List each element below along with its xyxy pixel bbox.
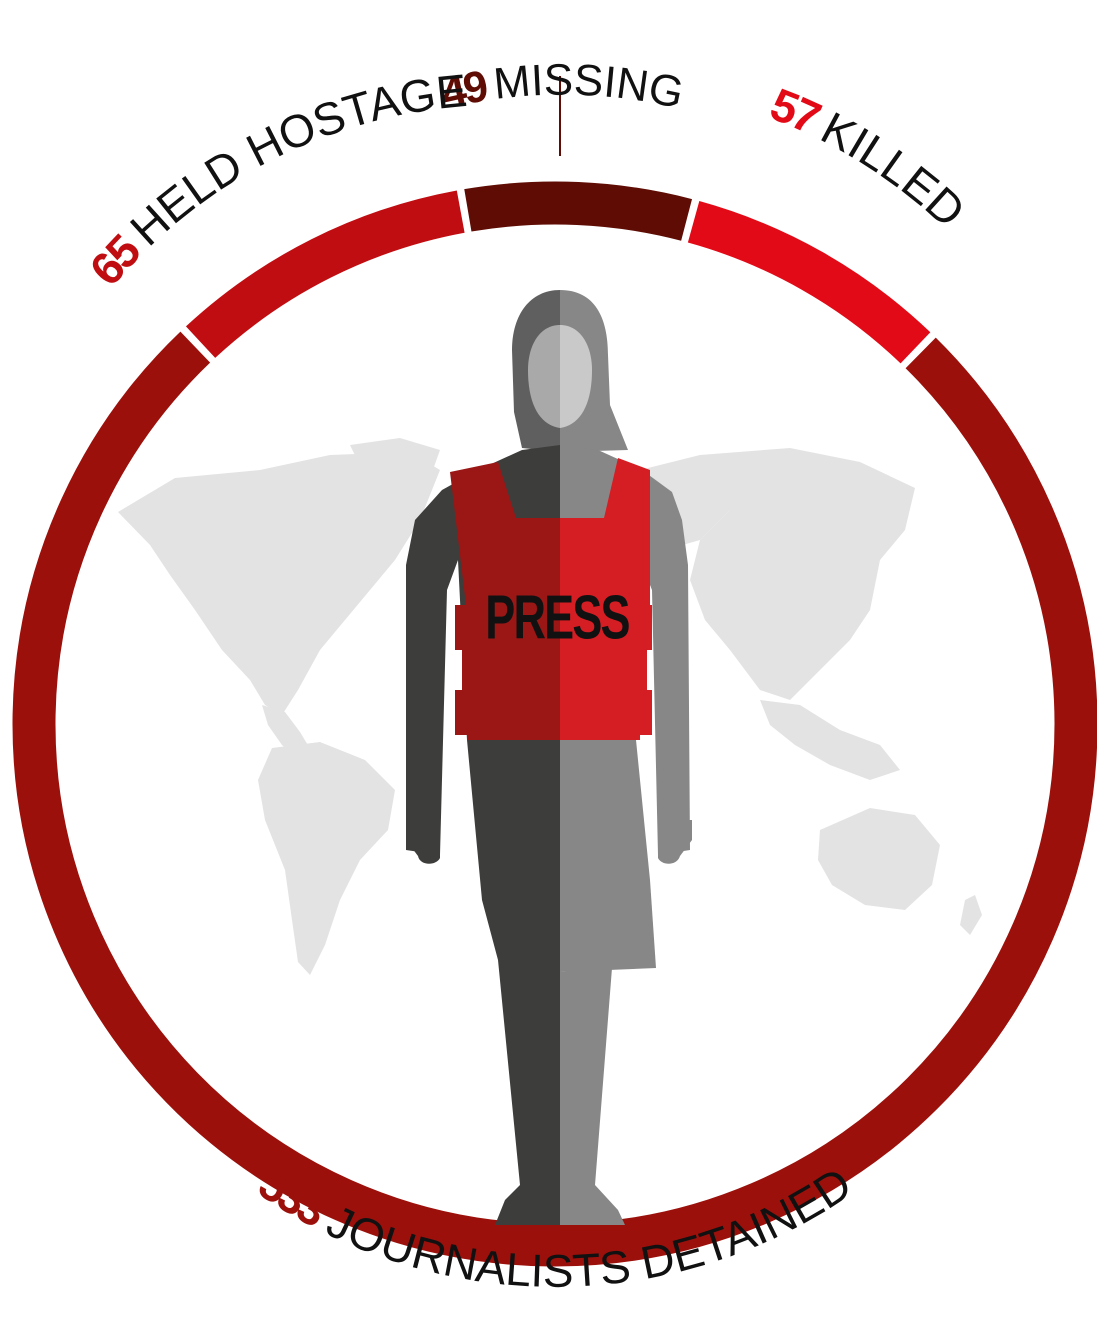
killed-value: 57 <box>764 78 828 144</box>
south-america-shape <box>258 742 395 975</box>
north-america-shape <box>118 452 440 715</box>
missing-label: 49MISSING <box>437 56 688 119</box>
asia-shape <box>690 448 915 700</box>
hand-left <box>406 820 440 864</box>
hand-right <box>658 820 692 864</box>
vest-left <box>450 462 560 740</box>
southeast-asia-shape <box>760 700 900 780</box>
world-map-background <box>118 438 982 975</box>
missing-text: MISSING <box>491 56 687 119</box>
vest-press-text: PRESS <box>485 582 629 652</box>
donut-ring <box>12 181 1097 1267</box>
australia-shape <box>818 808 940 910</box>
face-right <box>560 325 592 428</box>
ring-segment-hostage <box>185 190 465 358</box>
vest-right <box>560 458 652 740</box>
face-left <box>528 325 560 428</box>
new-zealand-shape <box>960 895 982 935</box>
leg-left <box>467 740 560 1225</box>
killed-text: KILLED <box>813 101 975 237</box>
ring-segment-killed <box>687 201 931 364</box>
skirt-right <box>560 740 656 972</box>
ring-segment-missing <box>464 181 693 241</box>
leg-right <box>560 968 625 1225</box>
greenland-shape <box>350 438 440 488</box>
ring-segment-detained <box>12 331 1097 1267</box>
killed-label: 57KILLED <box>764 78 976 237</box>
journalist-figure: PRESS <box>406 290 692 1225</box>
